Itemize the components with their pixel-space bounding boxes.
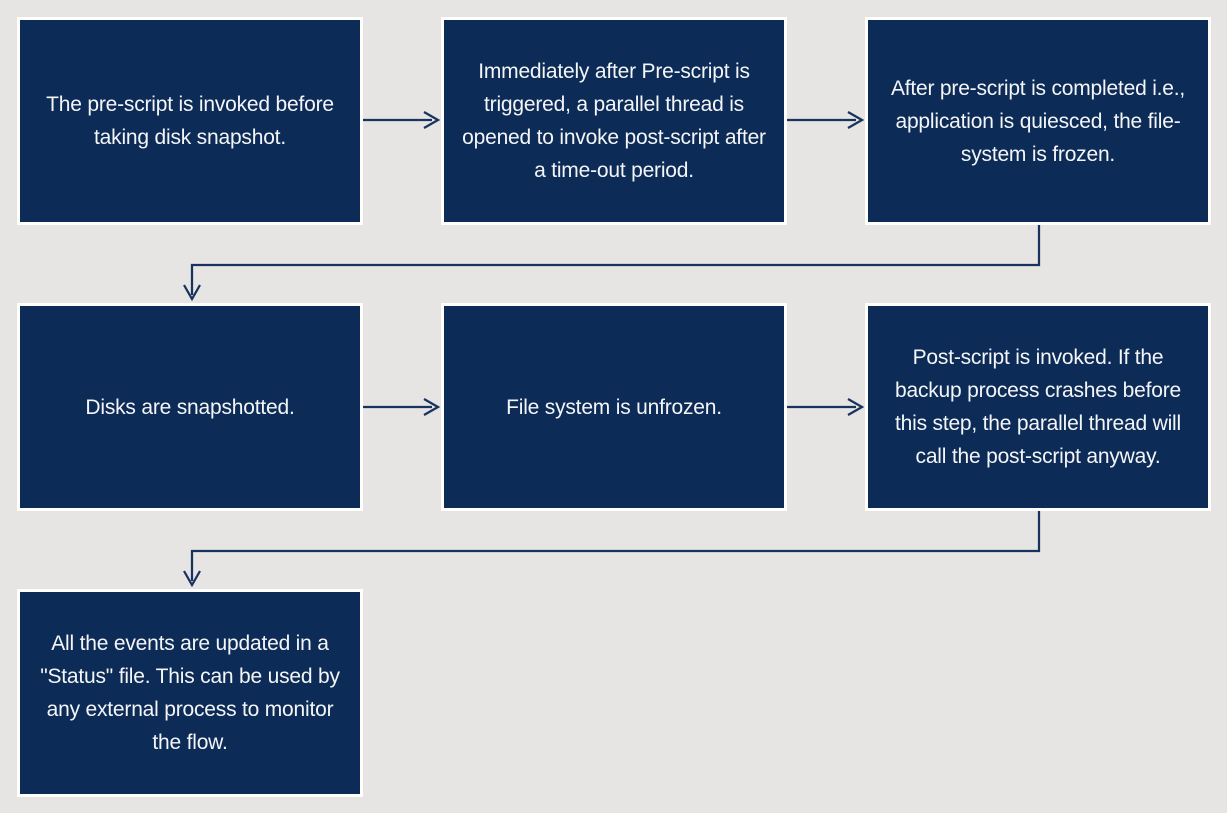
arrow-step3-step4 (183, 225, 1041, 302)
flow-step-6-label: Post-script is invoked. If the backup pr… (894, 346, 1182, 468)
arrow-step4-step5 (363, 398, 441, 416)
arrowhead-right-icon (423, 398, 441, 416)
flow-step-2: Immediately after Pre-script is triggere… (441, 17, 787, 225)
flow-step-4-label: Disks are snapshotted. (85, 395, 295, 419)
flow-step-2-label: Immediately after Pre-script is triggere… (462, 60, 766, 182)
flow-step-3-label: After pre-script is completed i.e., appl… (890, 76, 1186, 166)
flow-step-7-label: All the events are updated in a "Status"… (40, 632, 340, 754)
arrowhead-right-icon (423, 111, 441, 129)
arrow-step1-step2 (363, 111, 441, 129)
arrow-step2-step3 (787, 111, 865, 129)
arrowhead-down-icon (183, 570, 201, 588)
arrow-step5-step6 (787, 398, 865, 416)
flow-step-7: All the events are updated in a "Status"… (17, 589, 363, 797)
flow-step-3: After pre-script is completed i.e., appl… (865, 17, 1211, 225)
arrow-step6-step7 (183, 511, 1041, 588)
flow-step-4: Disks are snapshotted. (17, 303, 363, 511)
flow-step-6: Post-script is invoked. If the backup pr… (865, 303, 1211, 511)
arrowhead-right-icon (847, 398, 865, 416)
flow-step-1-label: The pre-script is invoked before taking … (46, 93, 334, 149)
arrowhead-down-icon (183, 284, 201, 302)
flow-step-5-label: File system is unfrozen. (506, 395, 722, 419)
flow-step-1: The pre-script is invoked before taking … (17, 17, 363, 225)
arrowhead-right-icon (847, 111, 865, 129)
flow-step-5: File system is unfrozen. (441, 303, 787, 511)
